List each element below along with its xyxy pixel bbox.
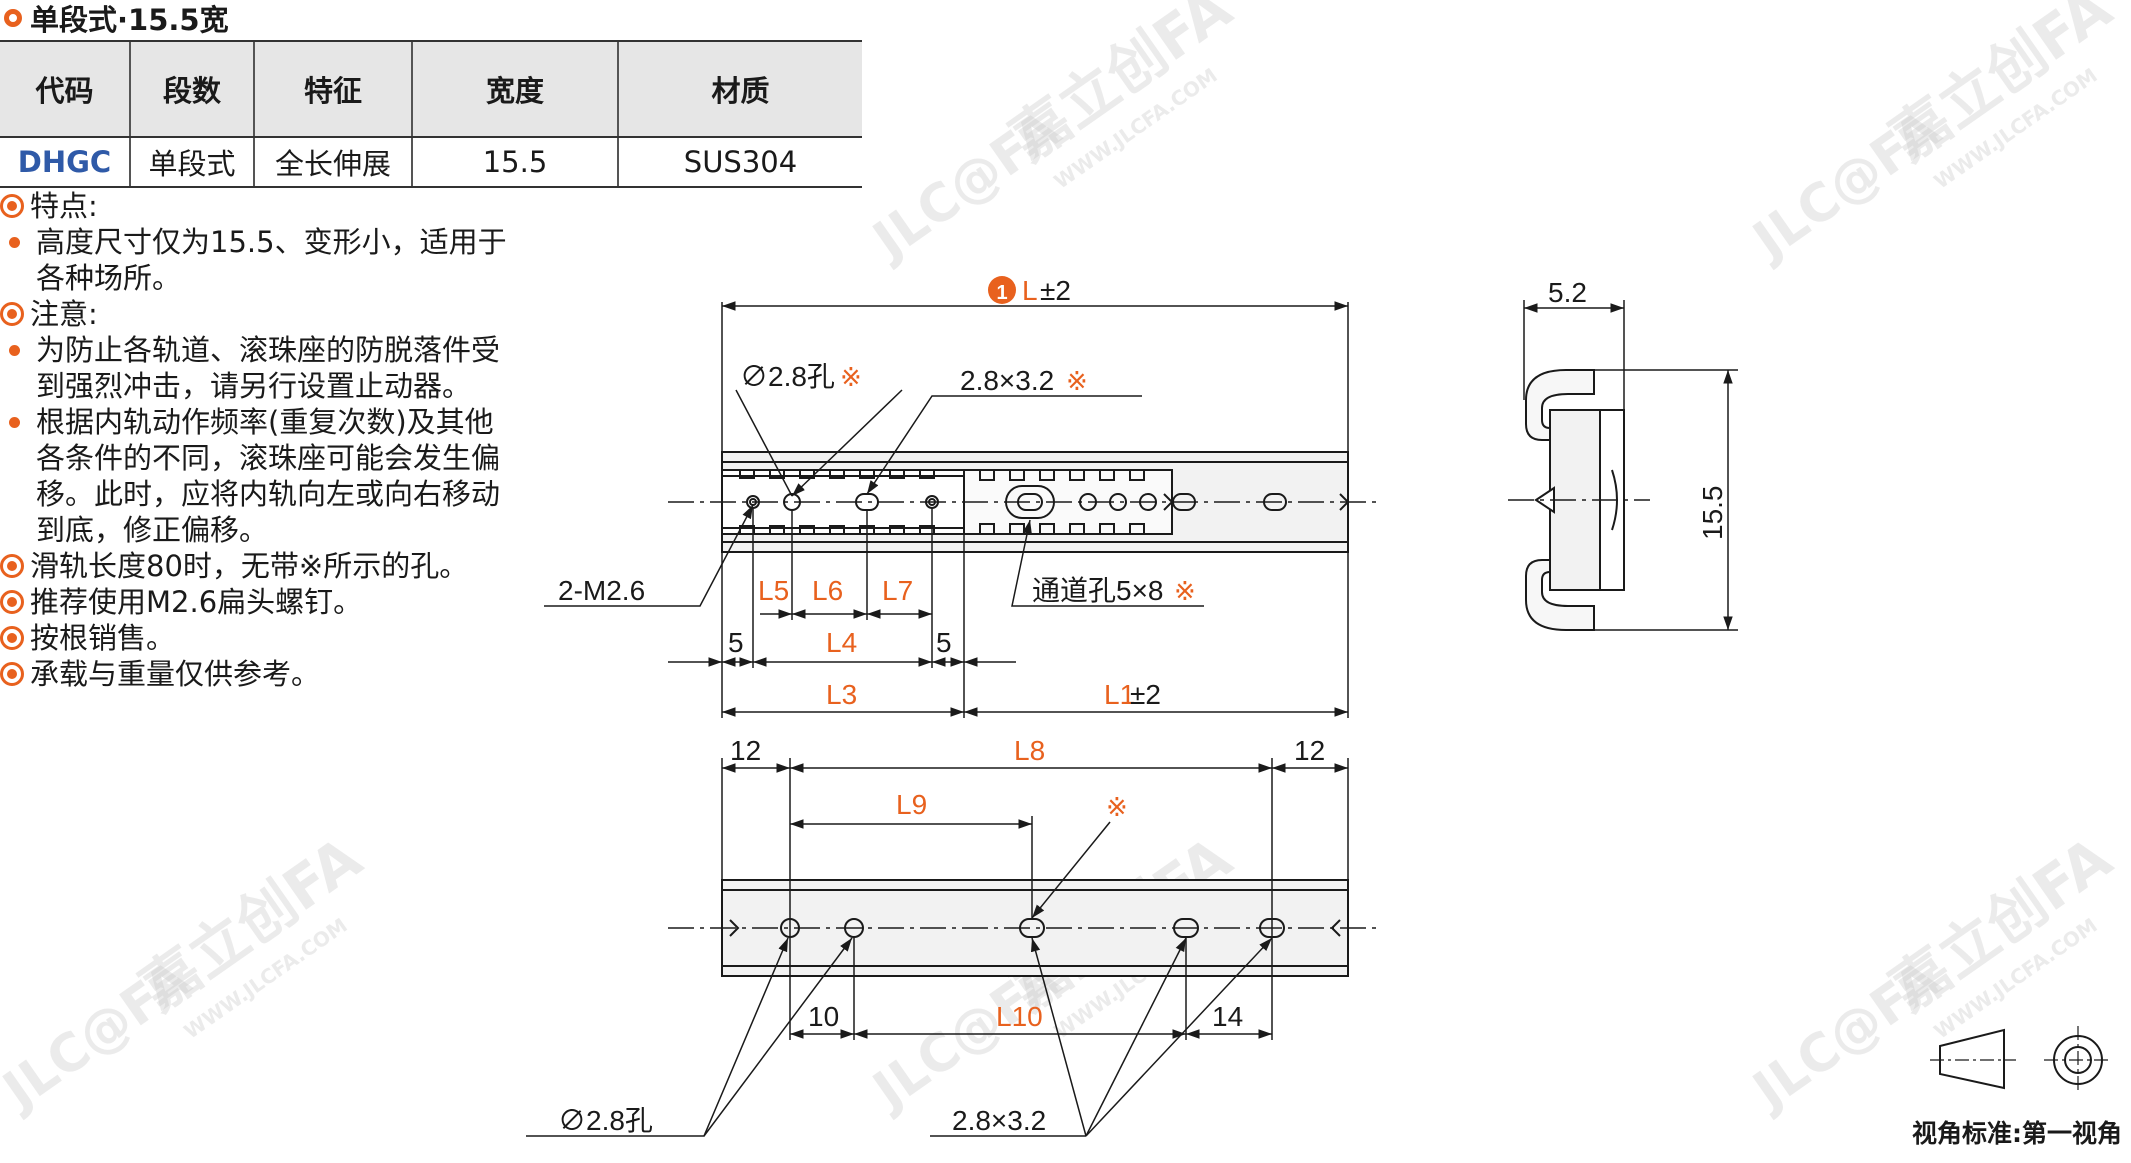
m26-hole-inner bbox=[928, 498, 936, 506]
circle-bullet-icon bbox=[0, 590, 24, 614]
cell-code[interactable]: DHGC bbox=[0, 137, 130, 188]
dim-l6: L6 bbox=[812, 575, 843, 606]
circle-bullet-icon bbox=[0, 626, 24, 650]
through-hole-inner bbox=[1017, 493, 1043, 511]
section-title-icon bbox=[4, 9, 22, 27]
label-slot-bottom: 2.8×3.2 bbox=[952, 1105, 1046, 1136]
header-stages: 段数 bbox=[129, 40, 254, 138]
rail-end-stop bbox=[1330, 919, 1341, 937]
round-hole bbox=[1079, 493, 1097, 511]
dim-l10: L10 bbox=[996, 1001, 1043, 1032]
ref-mark: ※ bbox=[840, 363, 862, 393]
bottom-view bbox=[668, 879, 1378, 977]
slot-hole bbox=[1263, 493, 1287, 511]
section-title: 单段式·15.5宽 bbox=[0, 0, 229, 37]
dim-l9: L9 bbox=[896, 789, 927, 820]
length-badge-icon bbox=[988, 276, 1016, 304]
dim-l5: L5 bbox=[758, 575, 789, 606]
circle-bullet-icon bbox=[0, 554, 24, 578]
label-through-hole: 通道孔5×8 bbox=[1032, 575, 1164, 606]
cell-width: 15.5 bbox=[411, 137, 618, 188]
cell-feature: 全长伸展 bbox=[253, 137, 412, 188]
label-hole-28: ∅2.8孔 bbox=[740, 361, 835, 392]
side-view bbox=[1508, 369, 1650, 631]
dim-l7: L7 bbox=[882, 575, 913, 606]
dim-l4: L4 bbox=[826, 627, 857, 658]
dim-five-left: 5 bbox=[728, 627, 744, 658]
dim-five-right: 5 bbox=[936, 627, 952, 658]
dim-twelve-left: 12 bbox=[730, 735, 761, 766]
note-text: 推荐使用M2.6扁头螺钉。 bbox=[30, 585, 363, 619]
note-item: 按根销售。 bbox=[0, 620, 510, 656]
table-row: DHGC 单段式 全长伸展 15.5 SUS304 bbox=[0, 137, 862, 188]
caution-item: 为防止各轨道、滚珠座的防脱落件受到强烈冲击，请另行设置止动器。 bbox=[0, 332, 510, 404]
note-text: 按根销售。 bbox=[30, 621, 176, 655]
cell-material: SUS304 bbox=[617, 137, 862, 188]
header-feature: 特征 bbox=[253, 40, 412, 138]
ref-mark: ※ bbox=[1066, 367, 1088, 397]
round-hole bbox=[1139, 493, 1157, 511]
note-text: 滑轨长度80时，无带※所示的孔。 bbox=[30, 549, 469, 583]
circle-bullet-icon bbox=[0, 194, 24, 218]
dim-height-155: 15.5 bbox=[1697, 486, 1728, 541]
bottom-view-dimensions bbox=[526, 758, 1349, 1137]
caution-heading-text: 注意: bbox=[30, 297, 98, 331]
rail-end-stop bbox=[729, 919, 740, 937]
dim-l-total-tol: ±2 bbox=[1040, 275, 1071, 306]
feature-item: 高度尺寸仅为15.5、变形小，适用于各种场所。 bbox=[0, 224, 510, 296]
ball-teeth bbox=[739, 470, 1145, 534]
dim-width-52: 5.2 bbox=[1548, 277, 1587, 308]
dim-l-total: L bbox=[1022, 275, 1038, 306]
circle-bullet-icon bbox=[0, 662, 24, 686]
spec-table: 代码 段数 特征 宽度 材质 DHGC 单段式 全长伸展 15.5 SUS304 bbox=[0, 40, 862, 188]
dim-l1-tol: ±2 bbox=[1130, 679, 1161, 710]
rail-end-stop bbox=[1339, 493, 1350, 511]
dim-l1: L1 bbox=[1104, 679, 1135, 710]
dim-l3: L3 bbox=[826, 679, 857, 710]
features-heading-text: 特点: bbox=[30, 189, 98, 223]
projection-symbol-icon bbox=[1930, 1026, 2112, 1094]
label-slot-28x32: 2.8×3.2 bbox=[960, 365, 1054, 396]
retainer-stop bbox=[1163, 493, 1174, 511]
note-text: 承载与重量仅供参考。 bbox=[30, 657, 321, 691]
circle-bullet-icon bbox=[0, 302, 24, 326]
ref-mark: ※ bbox=[1106, 793, 1128, 823]
notes-panel: 特点: 高度尺寸仅为15.5、变形小，适用于各种场所。 注意: 为防止各轨道、滚… bbox=[0, 188, 510, 692]
round-hole bbox=[1109, 493, 1127, 511]
caution-item: 根据内轨动作频率(重复次数)及其他各条件的不同，滚珠座可能会发生偏移。此时，应将… bbox=[0, 404, 510, 548]
dim-twelve-right: 12 bbox=[1294, 735, 1325, 766]
front-view-labels: 1 L ±2 ∅2.8孔 ※ 2.8×3.2 ※ 2-M2.6 通道孔5×8 ※… bbox=[558, 275, 1196, 710]
header-material: 材质 bbox=[617, 40, 862, 138]
dim-l8: L8 bbox=[1014, 735, 1045, 766]
header-width: 宽度 bbox=[411, 40, 618, 138]
section-title-text: 单段式·15.5宽 bbox=[30, 3, 229, 37]
spec-table-header: 代码 段数 特征 宽度 材质 bbox=[0, 40, 862, 138]
front-view bbox=[668, 451, 1378, 553]
side-view-labels: 5.2 15.5 bbox=[1548, 277, 1728, 540]
dim-fourteen: 14 bbox=[1212, 1001, 1243, 1032]
cell-stages: 单段式 bbox=[129, 137, 254, 188]
length-badge-number: 1 bbox=[996, 282, 1007, 304]
view-standard-label: 视角标准:第一视角 bbox=[1912, 1119, 2122, 1148]
note-item: 推荐使用M2.6扁头螺钉。 bbox=[0, 584, 510, 620]
note-item: 承载与重量仅供参考。 bbox=[0, 656, 510, 692]
label-hole-28-bottom: ∅2.8孔 bbox=[558, 1105, 653, 1136]
label-m26: 2-M2.6 bbox=[558, 575, 645, 606]
bottom-view-labels: 12 L8 12 L9 ※ 10 L10 14 ∅2.8孔 2.8×3.2 bbox=[558, 735, 1325, 1136]
header-code: 代码 bbox=[0, 40, 130, 138]
dim-ten: 10 bbox=[808, 1001, 839, 1032]
note-item: 滑轨长度80时，无带※所示的孔。 bbox=[0, 548, 510, 584]
side-view-dimensions bbox=[1523, 300, 1738, 631]
through-hole bbox=[1005, 485, 1055, 519]
features-heading: 特点: bbox=[0, 188, 510, 224]
front-view-dimensions bbox=[544, 301, 1349, 718]
caution-heading: 注意: bbox=[0, 296, 510, 332]
ref-mark: ※ bbox=[1174, 577, 1196, 607]
